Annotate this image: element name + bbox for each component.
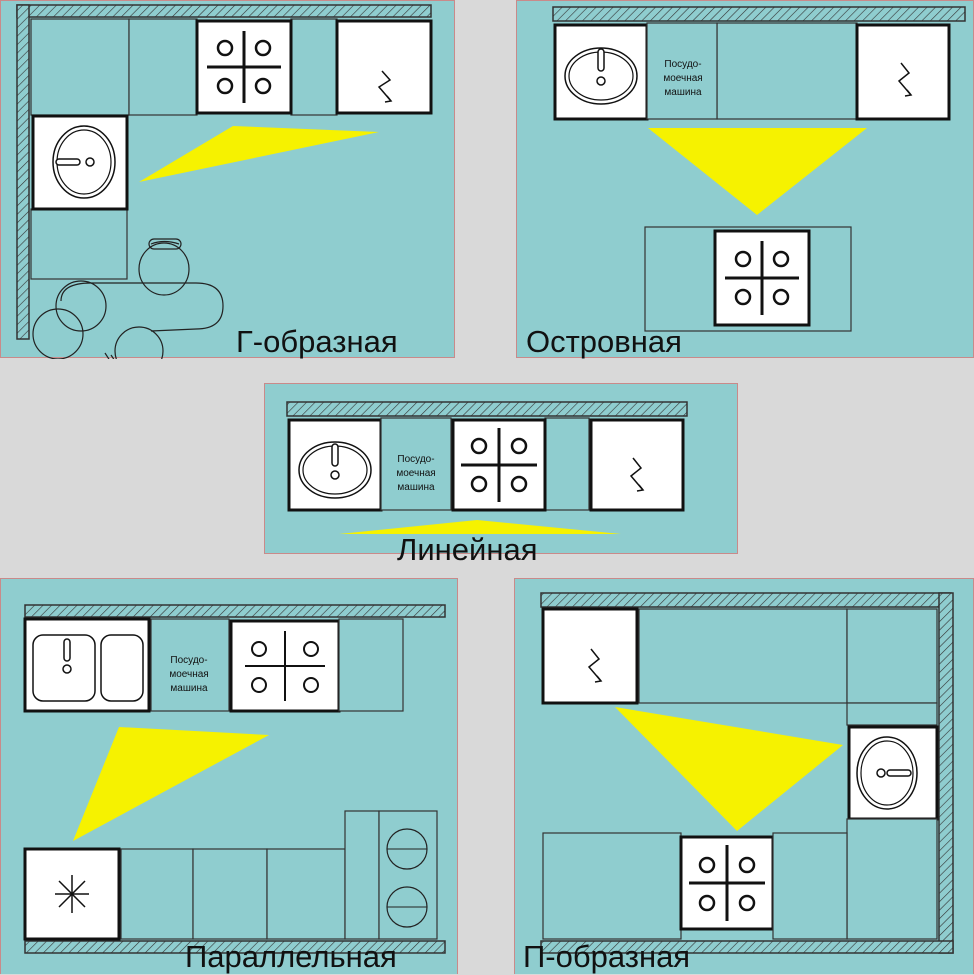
dishwasher [646, 22, 718, 120]
sink-icon [31, 114, 129, 211]
cabinet [542, 832, 682, 940]
cabinet [338, 618, 404, 712]
cabinet [846, 608, 938, 704]
island-floorplan: Посудо- моечная машина [552, 6, 966, 332]
island-layout-panel: Посудо- моечная машина Островная [516, 0, 974, 358]
cabinet [290, 18, 338, 116]
parallel-caption: Параллельная [185, 939, 397, 974]
parallel-layout-panel: Посудо- моечная машина [0, 578, 458, 974]
dishwasher [150, 618, 230, 712]
dishwasher-label-line-2: моечная [169, 669, 208, 680]
cabinet [716, 22, 858, 120]
stove-icon [451, 418, 547, 512]
parallel-floorplan: Посудо- моечная машина [23, 604, 446, 954]
dishwasher-label-line-3: машина [170, 683, 208, 694]
refrigerator-icon [541, 607, 639, 705]
linear-floorplan: Посудо- моечная машина [286, 401, 688, 534]
wall-top [540, 592, 952, 608]
cabinet [192, 848, 268, 940]
dishwasher-label-line-2: моечная [396, 468, 435, 479]
double-sink-icon [23, 617, 151, 713]
wall-bottom [540, 940, 954, 954]
l-shape-layout-panel: Г-образная [0, 0, 455, 359]
linear-caption: Линейная [397, 532, 538, 567]
stove-icon [229, 619, 341, 713]
wall-top [286, 401, 688, 417]
wall-top [552, 6, 966, 22]
work-triangle [339, 520, 621, 534]
freezer-icon [23, 847, 121, 941]
cabinet [846, 818, 938, 940]
stove-icon [679, 835, 775, 931]
cabinet [638, 608, 848, 704]
dishwasher-label-line-1: Посудо- [397, 454, 434, 465]
work-triangle [73, 727, 269, 841]
wall-bottom [24, 940, 446, 954]
dishwasher-label-line-3: машина [397, 482, 435, 493]
dishwasher-label-line-1: Посудо- [170, 655, 207, 666]
wall-left [16, 4, 30, 340]
refrigerator-icon [855, 23, 951, 121]
cabinet [544, 417, 590, 511]
wall-top [24, 604, 446, 618]
dining-table-icon [32, 238, 224, 359]
wall-top [16, 4, 432, 18]
u-shape-caption: П-образная [523, 939, 691, 974]
cabinet [772, 832, 848, 940]
dishwasher-label-line-3: машина [664, 87, 702, 98]
cabinet [128, 18, 198, 116]
sink-icon [287, 418, 383, 512]
dining-table-icon [344, 810, 438, 940]
cabinet [30, 208, 128, 280]
u-shape-floorplan [540, 592, 954, 954]
cabinet [120, 848, 194, 940]
l-shape-floorplan [16, 4, 433, 359]
dishwasher-label-line-1: Посудо- [664, 59, 701, 70]
cabinet [846, 702, 938, 726]
linear-layout-panel: Посудо- моечная машина Линейная [264, 383, 738, 565]
refrigerator-icon [589, 418, 685, 512]
stove-icon [713, 229, 811, 327]
refrigerator-icon [335, 19, 433, 115]
sink-icon [553, 23, 649, 121]
sink-icon [847, 725, 939, 821]
l-shape-caption: Г-образная [236, 324, 398, 359]
work-triangle [139, 126, 379, 182]
u-shape-layout-panel: П-образная [514, 578, 974, 974]
work-triangle [615, 707, 843, 831]
wall-right [938, 592, 954, 954]
work-triangle [648, 128, 867, 215]
stove-icon [195, 19, 293, 115]
island-caption: Островная [526, 324, 682, 359]
cabinet [266, 848, 346, 940]
cabinet [30, 18, 130, 116]
dishwasher-label-line-2: моечная [663, 73, 702, 84]
dishwasher [380, 417, 452, 511]
